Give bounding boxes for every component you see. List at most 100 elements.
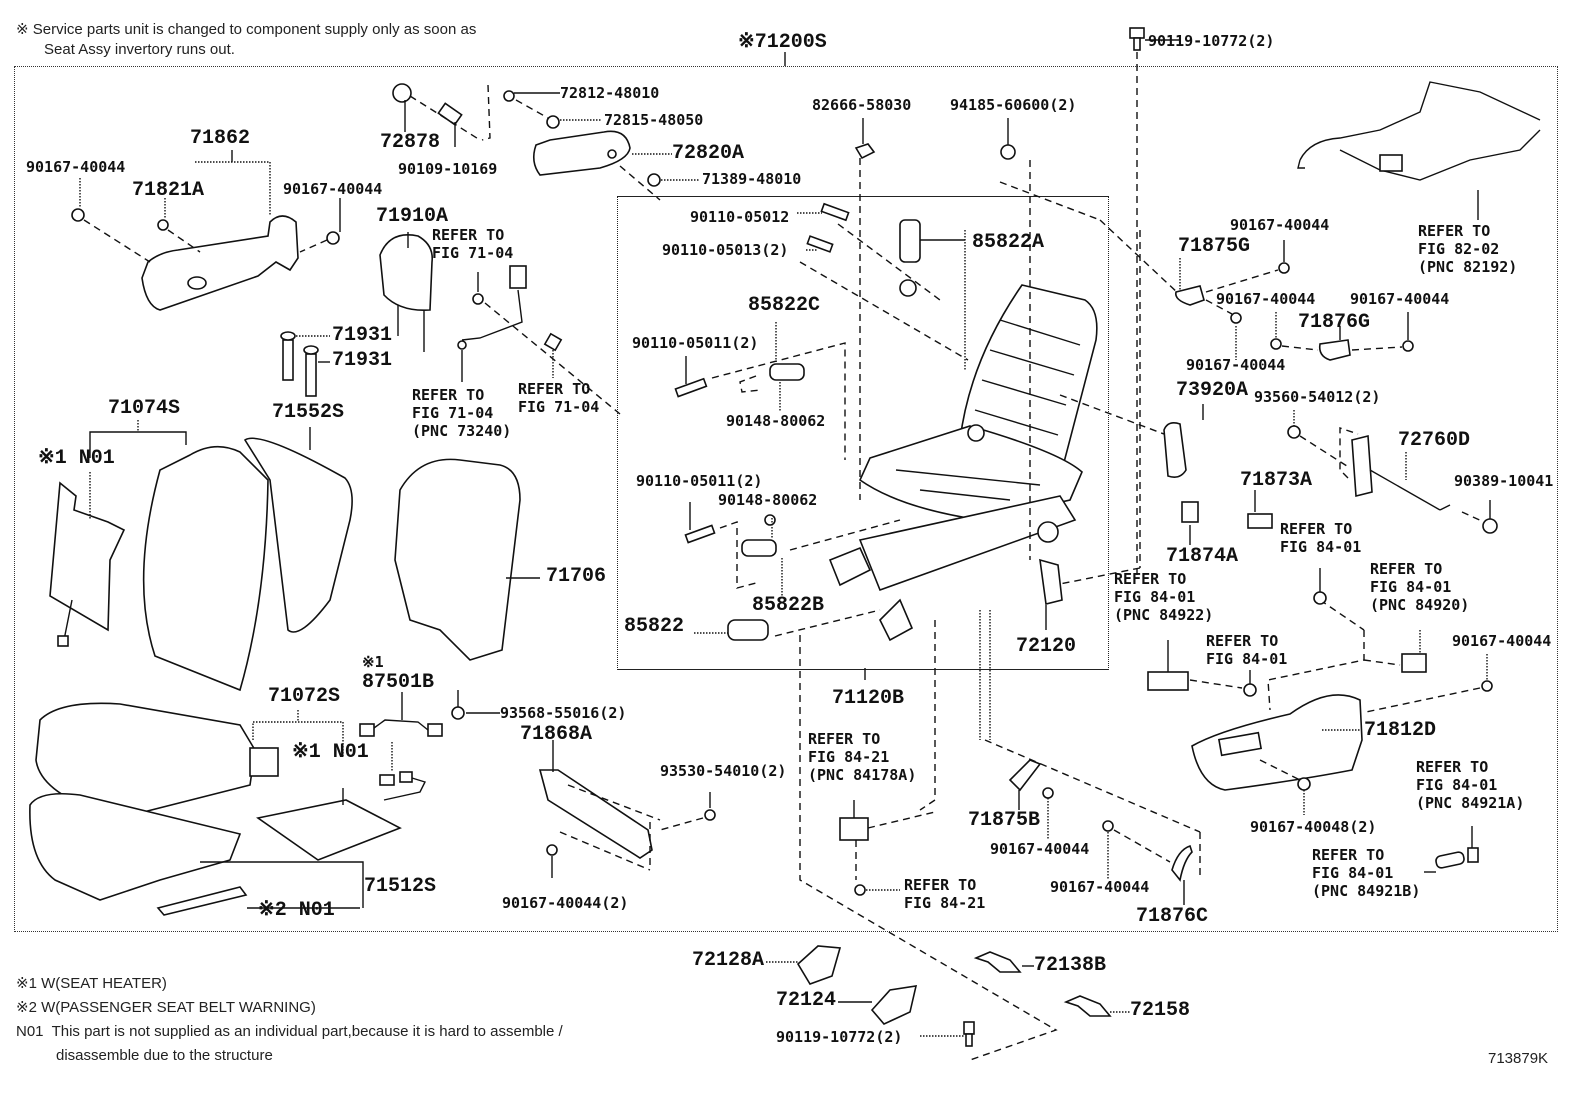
seat-cushion-pad-drawing xyxy=(29,792,242,901)
assembly-label[interactable]: ※71200S xyxy=(738,31,827,54)
part-label[interactable]: 90167-40044 xyxy=(283,180,383,198)
footnote-n01-line2: disassemble due to the structure xyxy=(56,1047,273,1064)
part-label[interactable]: 71389-48010 xyxy=(702,170,802,188)
part-label[interactable]: 90148-80062 xyxy=(726,412,826,430)
refer-to-fig-84-21-pnc-84178a[interactable]: REFER TO FIG 84-21 (PNC 84178A) xyxy=(808,730,917,784)
part-label[interactable]: 71931 xyxy=(332,349,393,372)
part-label[interactable]: 90110-05011(2) xyxy=(636,472,763,490)
part-label[interactable]: 82666-58030 xyxy=(812,96,912,114)
seat-back-cover-drawing xyxy=(142,445,269,692)
part-label[interactable]: 90167-40044 xyxy=(1452,632,1552,650)
refer-to-fig-82-02-pnc-82192[interactable]: REFER TO FIG 82-02 (PNC 82192) xyxy=(1418,222,1518,276)
part-label[interactable]: 90167-40044 xyxy=(1186,356,1286,374)
part-label[interactable]: 72812-48010 xyxy=(560,84,660,102)
part-label[interactable]: 90167-40044 xyxy=(1350,290,1450,308)
part-label[interactable]: 71812D xyxy=(1364,719,1437,742)
note-n01-label[interactable]: ※1 N01 xyxy=(38,447,115,470)
part-label[interactable]: 93560-54012(2) xyxy=(1254,388,1381,406)
part-label[interactable]: 90167-40044 xyxy=(1216,290,1316,308)
adjuster-subframe xyxy=(617,196,1109,670)
motor-85822B-drawing xyxy=(741,539,777,557)
part-label[interactable]: 90167-40044 xyxy=(990,840,1090,858)
refer-to-fig-84-01[interactable]: REFER TO FIG 84-01 xyxy=(1206,632,1288,668)
part-label[interactable]: 71931 xyxy=(332,324,393,347)
refer-to-fig-71-04-pnc-73240[interactable]: REFER TO FIG 71-04 (PNC 73240) xyxy=(412,386,512,440)
motor-85822A-drawing xyxy=(899,219,921,263)
part-label[interactable]: 90109-10169 xyxy=(398,160,498,178)
wire-harness-drawing xyxy=(1299,81,1541,161)
refer-to-fig-71-04[interactable]: REFER TO FIG 71-04 xyxy=(518,380,600,416)
part-label[interactable]: 72760D xyxy=(1398,429,1471,452)
part-label[interactable]: 71072S xyxy=(268,685,341,708)
note-n01-label[interactable]: ※1 N01 xyxy=(292,741,369,764)
part-label[interactable]: 90110-05011(2) xyxy=(632,334,759,352)
part-label[interactable]: 90110-05012 xyxy=(690,208,790,226)
seat-belt-buckle-drawing xyxy=(1351,434,1373,498)
part-label[interactable]: 90389-10041 xyxy=(1454,472,1554,490)
refer-to-fig-84-21[interactable]: REFER TO FIG 84-21 xyxy=(904,876,986,912)
part-label[interactable]: 71874A xyxy=(1166,545,1239,568)
part-label[interactable]: 93530-54010(2) xyxy=(660,762,787,780)
part-label[interactable]: 73920A xyxy=(1176,379,1249,402)
part-label[interactable]: 85822A xyxy=(972,231,1045,254)
part-label[interactable]: 90110-05013(2) xyxy=(662,241,789,259)
part-label[interactable]: 71821A xyxy=(132,179,205,202)
part-label[interactable]: 71873A xyxy=(1240,469,1313,492)
part-label[interactable]: 71875B xyxy=(968,809,1041,832)
part-label[interactable]: 72138B xyxy=(1034,954,1107,977)
part-label[interactable]: 72158 xyxy=(1130,999,1191,1022)
heater-marker: ※1 xyxy=(362,653,384,671)
refer-to-fig-84-01-pnc-84921b[interactable]: REFER TO FIG 84-01 (PNC 84921B) xyxy=(1312,846,1421,900)
footnote-n01-line1: N01 This part is not supplied as an indi… xyxy=(16,1023,563,1040)
part-label[interactable]: 90167-40048(2) xyxy=(1250,818,1377,836)
seat-back-board-drawing xyxy=(394,458,521,661)
seat-side-cover-drawing xyxy=(141,215,299,311)
refer-to-fig-84-01-pnc-84922[interactable]: REFER TO FIG 84-01 (PNC 84922) xyxy=(1114,570,1214,624)
part-label[interactable]: 71862 xyxy=(190,127,251,150)
side-trim-71812D-drawing xyxy=(1191,694,1363,791)
seat-cushion-cover-drawing xyxy=(35,702,256,819)
side-airbag-drawing xyxy=(1163,422,1187,478)
part-label[interactable]: 90119-10772(2) xyxy=(776,1028,903,1046)
armrest-drawing xyxy=(532,130,631,176)
part-label[interactable]: 71074S xyxy=(108,397,181,420)
part-label[interactable]: 71910A xyxy=(376,205,449,228)
part-label[interactable]: 71876G xyxy=(1298,311,1371,334)
part-label[interactable]: 71876C xyxy=(1136,905,1209,928)
part-label[interactable]: 71706 xyxy=(546,565,607,588)
part-label[interactable]: 71120B xyxy=(832,687,905,710)
part-label[interactable]: 90167-40044 xyxy=(1230,216,1330,234)
part-label[interactable]: 94185-60600(2) xyxy=(950,96,1077,114)
part-label[interactable]: 72815-48050 xyxy=(604,111,704,129)
footnote-seat-heater: ※1 W(SEAT HEATER) xyxy=(16,975,167,992)
refer-to-fig-71-04[interactable]: REFER TO FIG 71-04 xyxy=(432,226,514,262)
part-label[interactable]: 90167-40044 xyxy=(26,158,126,176)
part-label[interactable]: 72120 xyxy=(1016,635,1077,658)
part-label[interactable]: 72820A xyxy=(672,142,745,165)
part-label[interactable]: 90167-40044 xyxy=(1050,878,1150,896)
part-label[interactable]: 90148-80062 xyxy=(718,491,818,509)
note-n01-label[interactable]: ※2 N01 xyxy=(258,899,335,922)
part-label[interactable]: 87501B xyxy=(362,671,435,694)
part-label[interactable]: 85822 xyxy=(624,615,685,638)
refer-to-fig-84-01-pnc-84921a[interactable]: REFER TO FIG 84-01 (PNC 84921A) xyxy=(1416,758,1525,812)
part-label[interactable]: 85822C xyxy=(748,294,821,317)
motor-85822C-drawing xyxy=(769,363,805,381)
part-label[interactable]: 72878 xyxy=(380,131,441,154)
figure-id: 713879K xyxy=(1488,1050,1549,1067)
part-label[interactable]: 90167-40044(2) xyxy=(502,894,629,912)
part-label[interactable]: 71552S xyxy=(272,401,345,424)
bracket-72158-drawing xyxy=(1063,995,1112,1017)
part-label[interactable]: 90119-10772(2) xyxy=(1148,32,1275,50)
part-label[interactable]: 71868A xyxy=(520,723,593,746)
refer-to-fig-84-01-pnc-84920[interactable]: REFER TO FIG 84-01 (PNC 84920) xyxy=(1370,560,1470,614)
bracket-72138B-drawing xyxy=(973,951,1022,973)
part-label[interactable]: 72128A xyxy=(692,949,765,972)
part-label[interactable]: 85822B xyxy=(752,594,825,617)
part-label[interactable]: 71875G xyxy=(1178,235,1251,258)
part-label[interactable]: 93568-55016(2) xyxy=(500,704,627,722)
part-label[interactable]: 72124 xyxy=(776,989,837,1012)
part-label[interactable]: 71512S xyxy=(364,875,437,898)
refer-to-fig-84-01[interactable]: REFER TO FIG 84-01 xyxy=(1280,520,1362,556)
